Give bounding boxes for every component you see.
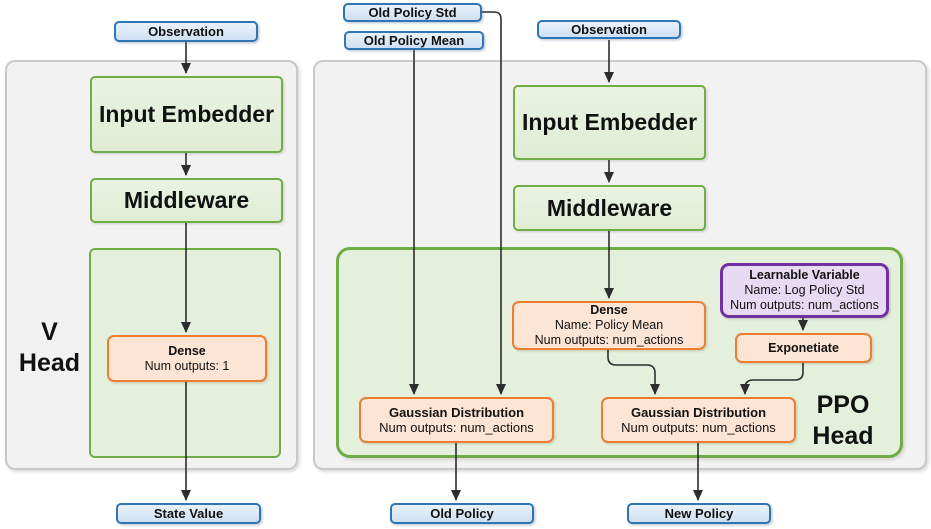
output-node-old-policy: Old Policy <box>390 503 534 524</box>
old-policy-mean-label: Old Policy Mean <box>363 33 465 48</box>
node-input-embedder-v: Input Embedder <box>90 76 283 153</box>
node-exponetiate: Exponetiate <box>735 333 872 363</box>
input-node-old-policy-std: Old Policy Std <box>343 3 482 22</box>
input-node-old-policy-mean: Old Policy Mean <box>344 31 484 50</box>
gaussian-old-title: Gaussian Distribution <box>388 405 525 420</box>
v-head-label-line2: Head <box>18 349 81 377</box>
input-embedder-v-label: Input Embedder <box>98 101 275 127</box>
dense-policy-mean-title: Dense <box>590 303 628 317</box>
node-middleware-v: Middleware <box>90 178 283 223</box>
old-policy-std-label: Old Policy Std <box>368 5 457 20</box>
ppo-head-label-line2: Head <box>812 422 874 450</box>
state-value-label: State Value <box>153 506 224 521</box>
old-policy-label: Old Policy <box>430 506 494 521</box>
node-middleware-ppo: Middleware <box>513 185 706 231</box>
node-input-embedder-ppo: Input Embedder <box>513 85 706 160</box>
learnable-variable-outputs: Num outputs: num_actions <box>730 298 879 312</box>
middleware-v-label: Middleware <box>123 187 250 213</box>
learnable-variable-title: Learnable Variable <box>749 268 860 282</box>
node-dense-policy-mean: Dense Name: Policy Mean Num outputs: num… <box>512 301 706 350</box>
output-node-new-policy: New Policy <box>627 503 771 524</box>
input-embedder-ppo-label: Input Embedder <box>521 109 698 135</box>
node-dense-v: Dense Num outputs: 1 <box>107 335 267 382</box>
output-node-state-value: State Value <box>116 503 261 524</box>
dense-v-outputs: Num outputs: 1 <box>144 358 230 373</box>
observation-left-label: Observation <box>148 24 224 39</box>
ppo-head-label-line1: PPO <box>816 391 870 419</box>
input-node-observation-right: Observation <box>537 20 681 39</box>
node-gaussian-distribution-old: Gaussian Distribution Num outputs: num_a… <box>359 397 554 443</box>
v-head-label: V Head <box>12 317 87 379</box>
dense-v-title: Dense <box>168 343 206 358</box>
learnable-variable-name: Name: Log Policy Std <box>744 283 865 297</box>
gaussian-new-outputs: Num outputs: num_actions <box>621 420 776 435</box>
v-head-label-line1: V <box>41 318 58 346</box>
ppo-head-label: PPO Head <box>803 390 883 452</box>
middleware-ppo-label: Middleware <box>546 194 673 221</box>
node-learnable-variable: Learnable Variable Name: Log Policy Std … <box>720 263 889 318</box>
dense-policy-mean-outputs: Num outputs: num_actions <box>534 333 684 347</box>
gaussian-new-title: Gaussian Distribution <box>630 405 767 420</box>
input-node-observation-left: Observation <box>114 21 258 42</box>
dense-policy-mean-name: Name: Policy Mean <box>554 318 664 332</box>
gaussian-old-outputs: Num outputs: num_actions <box>379 420 534 435</box>
observation-right-label: Observation <box>571 22 647 37</box>
exponetiate-label: Exponetiate <box>768 340 839 355</box>
node-gaussian-distribution-new: Gaussian Distribution Num outputs: num_a… <box>601 397 796 443</box>
new-policy-label: New Policy <box>664 506 734 521</box>
